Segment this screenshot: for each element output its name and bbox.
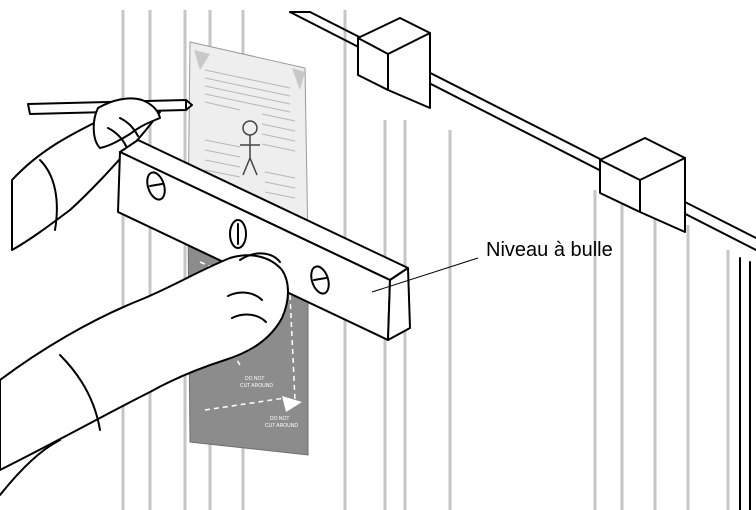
callout-leader-line: [371, 257, 479, 293]
svg-text:DO NOT: DO NOT: [245, 376, 264, 382]
spirit-level: [117, 139, 411, 341]
wall-panel-outline: [289, 11, 756, 510]
svg-text:CUT AROUND: CUT AROUND: [240, 383, 273, 389]
hand-with-pencil: [11, 97, 193, 251]
hand-on-level: [0, 252, 289, 496]
level-vial-left: [146, 171, 166, 201]
level-vial-right: [310, 265, 330, 295]
svg-text:DO NOT: DO NOT: [270, 416, 289, 422]
person-outline-icon: [240, 120, 260, 176]
callout-label-spirit-level: Niveau à bulle: [486, 239, 613, 261]
arrow-right-icon: [282, 396, 302, 412]
level-vial-center: [229, 219, 247, 249]
svg-text:CUT AROUND: CUT AROUND: [265, 423, 298, 429]
